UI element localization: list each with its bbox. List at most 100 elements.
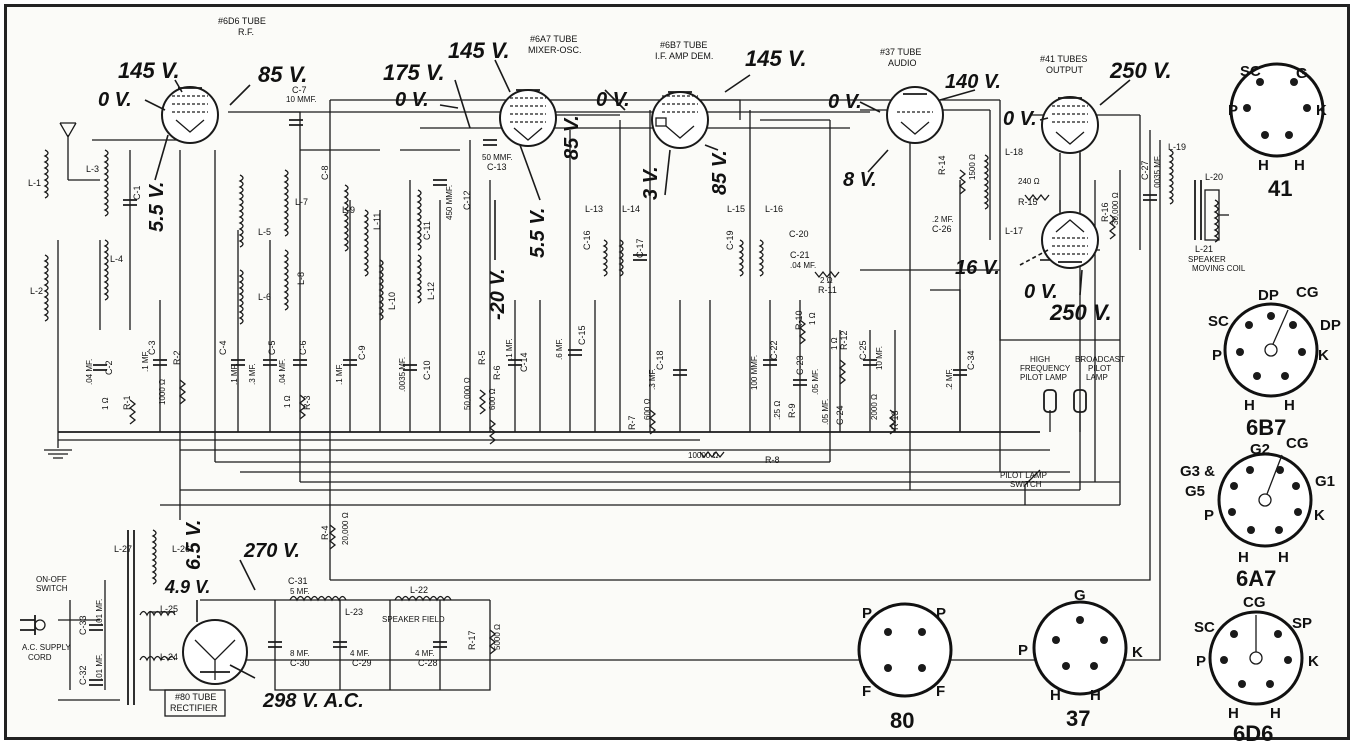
component-value: 4 MF. <box>415 649 435 658</box>
voltage-label: 250 V. <box>1049 300 1112 325</box>
component-value: .6 MF. <box>555 338 564 360</box>
capacitor <box>333 641 347 648</box>
voltage-label: 0 V. <box>98 89 132 111</box>
resistor <box>648 409 657 435</box>
component-label: C-10 <box>422 360 432 380</box>
inductor-coil <box>758 239 764 277</box>
component-labels: L-1 L-2 L-3 L-4 C-1 C-2 .04 MF. R-1 1 Ω … <box>22 85 1246 685</box>
capacitor <box>483 139 497 146</box>
component-label: R-15 <box>1018 197 1038 207</box>
component-value: 10 MF. <box>875 346 884 370</box>
component-label: R-4 <box>320 525 330 540</box>
pin-label: CG <box>1243 594 1266 611</box>
pin-label: SC <box>1240 63 1261 80</box>
component-label: L-6 <box>258 292 271 302</box>
component-label: C-23 <box>795 355 805 375</box>
voltage-label: 298 V. A.C. <box>262 690 364 712</box>
component-label: C-3 <box>147 340 157 355</box>
pin-label: CG <box>1296 284 1319 301</box>
component-label: C-26 <box>932 224 952 234</box>
tube-41-lower <box>1041 153 1099 269</box>
tube-subtitle: R.F. <box>238 27 254 37</box>
component-value: 600 Ω <box>643 398 652 420</box>
pin-label: SC <box>1194 619 1215 636</box>
resistor <box>814 270 840 279</box>
component-label: R-9 <box>787 403 797 418</box>
tube-6b7 <box>651 91 709 149</box>
capacitor <box>673 369 687 376</box>
inductor-coil <box>343 184 349 252</box>
component-label: L-12 <box>426 282 436 300</box>
capacitor <box>93 364 107 371</box>
tube-subtitle: RECTIFIER <box>170 703 218 713</box>
base-diagram-41: SC G P K H H 41 <box>1228 62 1327 201</box>
component-label: L-3 <box>86 164 99 174</box>
ac-plug-icon <box>20 615 46 635</box>
voltage-labels: 145 V. 85 V. 0 V. 5.5 V. 175 V. 145 V. 0… <box>98 38 1172 712</box>
base-name: 41 <box>1268 176 1292 201</box>
resistor <box>488 629 497 655</box>
component-label: C-11 <box>422 221 432 240</box>
pin-label: G <box>1074 587 1086 604</box>
voltage-label: 145 V. <box>745 46 807 71</box>
component-value: .1 MF. <box>141 350 150 372</box>
pilot-lamps <box>1043 389 1087 413</box>
inductor-coil <box>238 269 244 325</box>
field-label: SPEAKER FIELD <box>382 615 445 624</box>
component-label: C-8 <box>320 165 330 180</box>
component-label: R-11 <box>818 285 837 295</box>
component-label: R-8 <box>765 455 780 465</box>
resistor <box>888 409 897 435</box>
component-label: L-5 <box>258 227 271 237</box>
inductor-coil <box>139 610 176 617</box>
tube-title: #6D6 TUBE <box>218 16 266 26</box>
voltage-label: 0 V. <box>1024 281 1058 303</box>
component-label: L-10 <box>387 292 397 310</box>
base-diagram-37: G P K H H 37 <box>1018 587 1143 731</box>
component-label: L-19 <box>1168 142 1186 152</box>
voltage-label: 140 V. <box>945 71 1001 93</box>
pin-label: H <box>1278 549 1289 566</box>
capacitor <box>123 199 137 206</box>
component-label: L-1 <box>28 178 41 188</box>
component-label: L-8 <box>296 272 306 285</box>
pilot-lamp-label: HIGH <box>1030 355 1050 364</box>
voltage-label: 3 V. <box>640 166 662 200</box>
component-value: 4 MF. <box>350 649 370 658</box>
capacitor <box>289 119 303 126</box>
voltage-label: 4.9 V. <box>164 577 210 597</box>
component-value: 5 MF. <box>290 587 310 596</box>
component-label: R-17 <box>467 630 477 650</box>
component-value: .2 MF. <box>932 215 954 224</box>
component-value: .01 MF. <box>95 599 104 625</box>
power-transformer <box>127 530 135 705</box>
tube-title: #41 TUBES <box>1040 54 1087 64</box>
pin-label: K <box>1132 644 1143 661</box>
component-label: C-2 <box>104 360 114 375</box>
component-value: .01 MF. <box>95 654 104 680</box>
resistor <box>1024 193 1050 202</box>
resistor <box>178 379 187 405</box>
onoff-label: ON-OFF <box>36 575 67 584</box>
component-label: L-11 <box>372 213 382 230</box>
inductor-coil <box>283 249 289 311</box>
voltage-label: 0 V. <box>1003 108 1037 130</box>
pin-label: F <box>862 683 871 700</box>
inductor-coil <box>103 239 109 301</box>
pin-label: H <box>1294 157 1305 174</box>
component-label: C-32 <box>78 665 88 685</box>
component-value: .05 MF. <box>821 399 830 425</box>
base-name: 37 <box>1066 706 1090 731</box>
voltage-label: 5.5 V. <box>146 182 168 232</box>
pilot-lamp-label: PILOT LAMP <box>1020 373 1067 382</box>
pin-label: K <box>1314 507 1325 524</box>
speaker-label: MOVING COIL <box>1192 264 1246 273</box>
component-label: C-33 <box>78 615 88 635</box>
component-label: L-7 <box>295 197 308 207</box>
resistor <box>798 319 807 345</box>
component-label: L-24 <box>160 652 178 662</box>
component-label: L-2 <box>30 286 43 296</box>
component-value: .3 MF. <box>248 363 257 385</box>
component-label: R-2 <box>172 350 182 365</box>
